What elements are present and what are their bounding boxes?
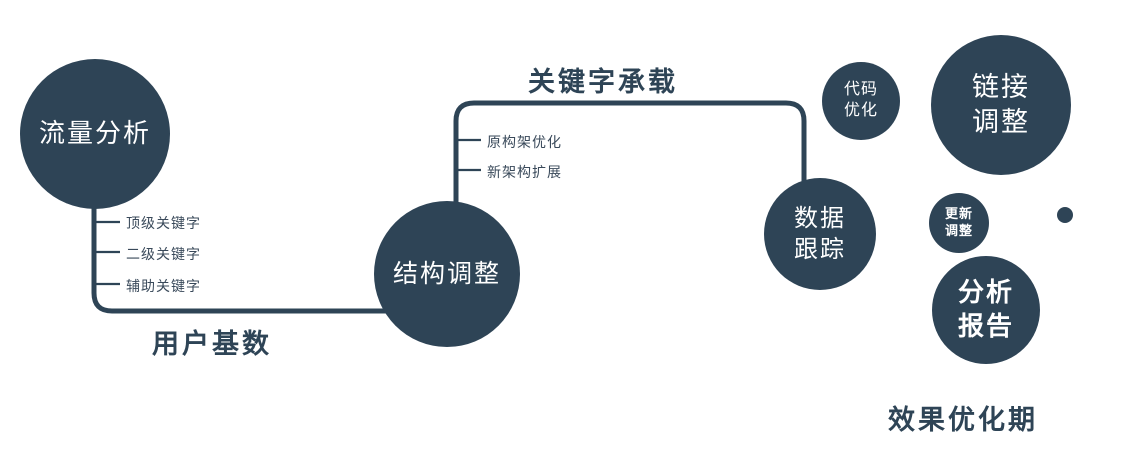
node-analysis-report: 分析 报告 — [932, 256, 1040, 364]
connector-top-path — [453, 100, 807, 206]
node-data-tracking: 数据 跟踪 — [764, 178, 876, 290]
node-structure-adjust: 结构调整 — [374, 201, 520, 347]
node-label-line: 调整 — [972, 107, 1030, 137]
branch-label-top-keywords: 顶级关键字 — [126, 215, 201, 231]
node-label: 结构调整 — [392, 259, 501, 288]
node-label-line: 数据 — [794, 204, 846, 232]
branch-label-original-architecture: 原构架优化 — [487, 134, 562, 150]
node-label: 流量分析 — [38, 118, 151, 149]
node-label-line: 报告 — [957, 311, 1014, 341]
branch-label-secondary-keywords: 二级关键字 — [126, 246, 201, 262]
node-label-line: 跟踪 — [794, 236, 846, 263]
branch-label-auxiliary-keywords: 辅助关键字 — [126, 278, 201, 294]
node-label-line: 优化 — [843, 102, 878, 119]
branch-label-new-architecture: 新架构扩展 — [487, 164, 562, 180]
node-label-line: 分析 — [957, 277, 1014, 308]
node-traffic-analysis: 流量分析 — [20, 59, 170, 209]
edge-label-keyword-carry: 关键字承载 — [528, 67, 678, 97]
connector-bottom-path — [91, 200, 392, 314]
small-dot-marker — [1057, 207, 1073, 223]
node-link-adjust: 链接 调整 — [931, 35, 1071, 175]
caption-effect-optimization: 效果优化期 — [888, 405, 1038, 435]
edge-label-user-base: 用户基数 — [152, 329, 272, 359]
node-label-line: 链接 — [972, 71, 1030, 102]
node-label-line: 代码 — [843, 81, 878, 99]
node-code-optimization: 代码 优化 — [822, 62, 900, 140]
node-update-adjust: 更新 调整 — [929, 193, 989, 253]
node-label-line: 调整 — [944, 223, 973, 238]
node-label-line: 更新 — [944, 206, 973, 222]
